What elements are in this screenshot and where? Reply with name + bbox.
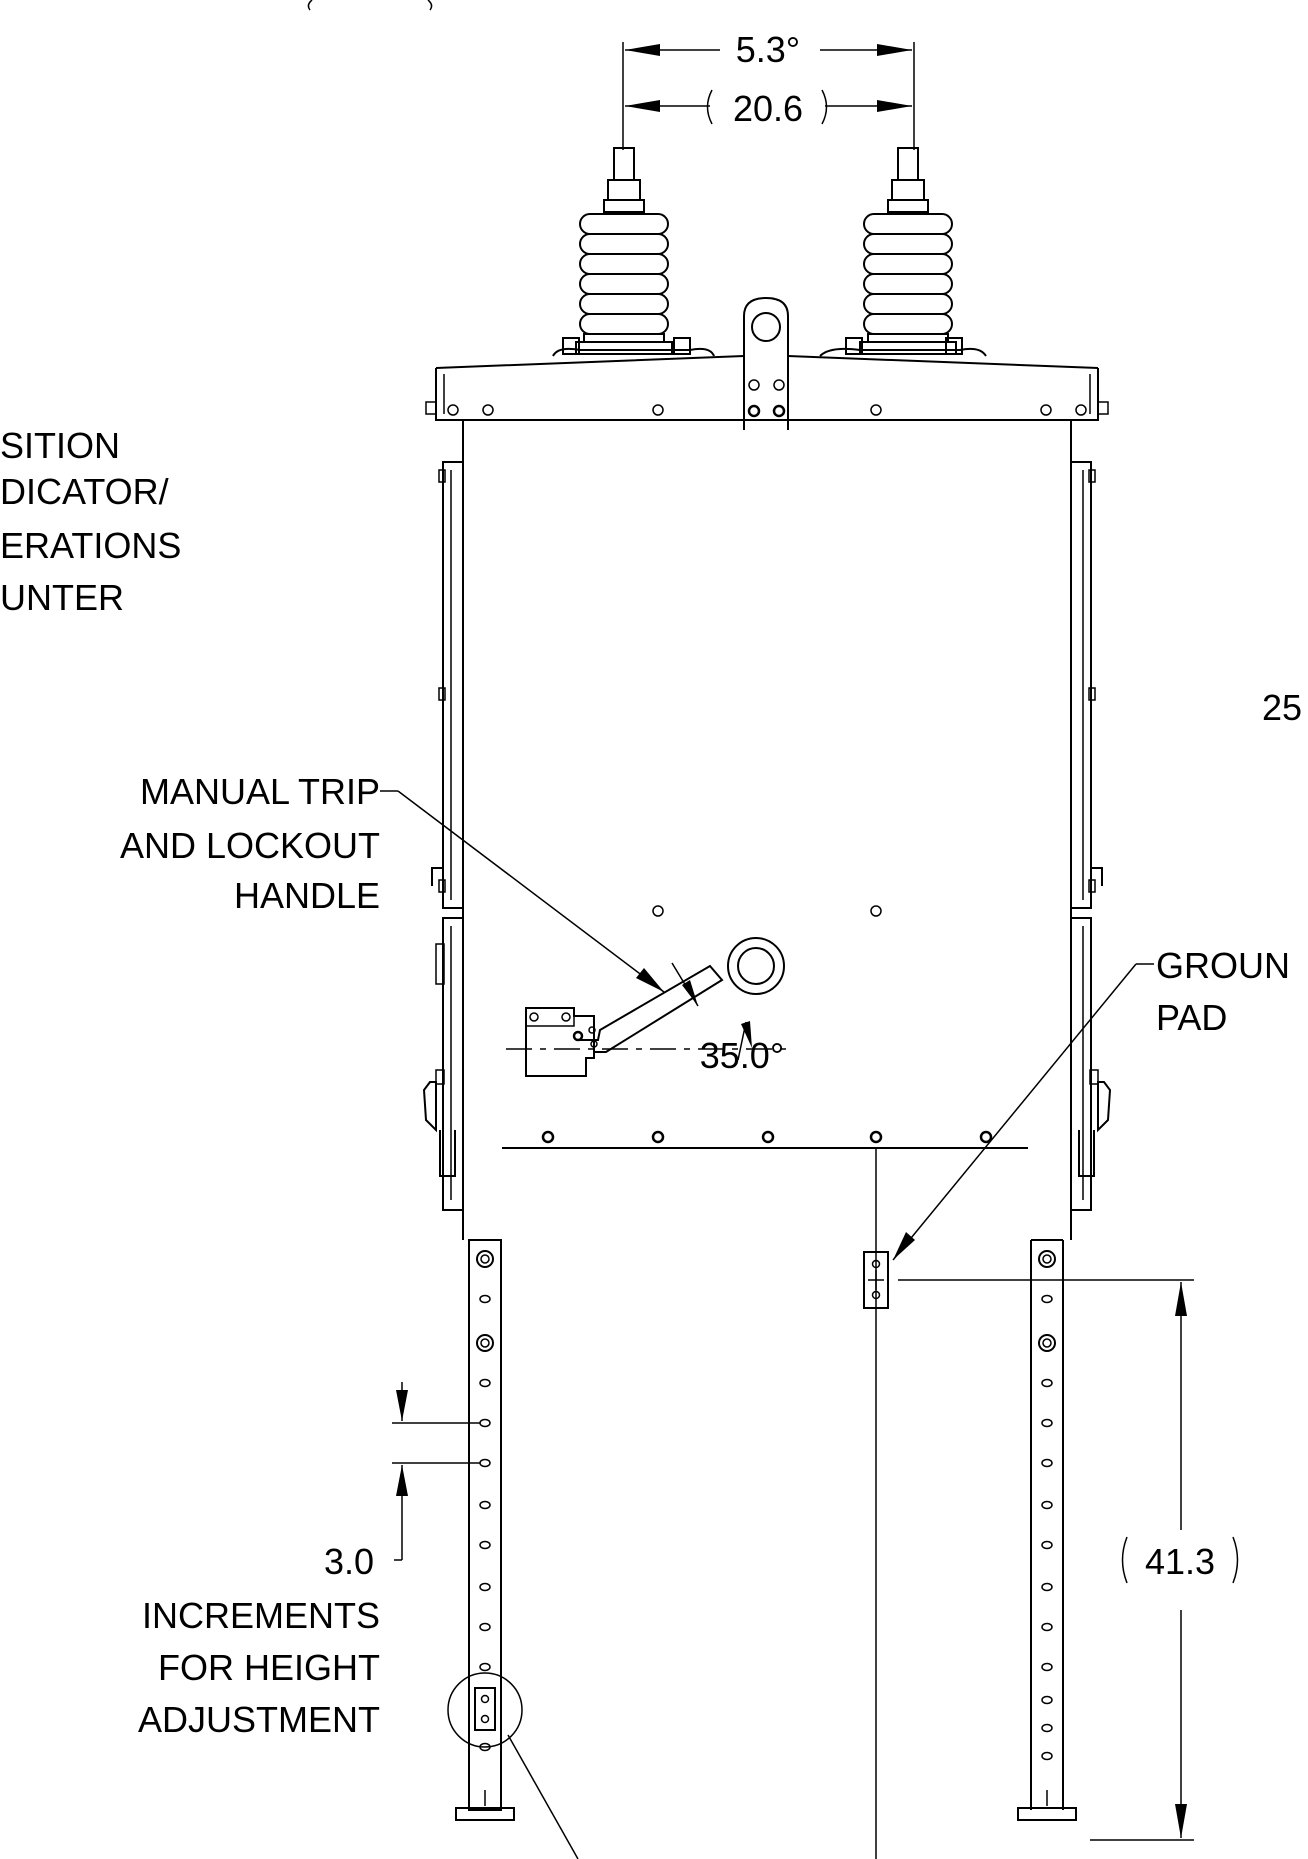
top-dimension — [622, 42, 915, 150]
ground-pad-leader — [892, 963, 1154, 1261]
increments-label: INCREMENTS FOR HEIGHT ADJUSTMENT — [138, 1595, 380, 1740]
svg-text:INCREMENTS: INCREMENTS — [142, 1595, 380, 1636]
ground-pad-label: GROUN PAD — [1156, 945, 1290, 1038]
trip-handle — [506, 937, 788, 1077]
position-indicator-label: SITION DICATOR/ ERATIONS UNTER — [0, 425, 181, 618]
top-cover — [425, 355, 1109, 421]
manual-trip-label: MANUAL TRIP AND LOCKOUT HANDLE — [120, 771, 380, 916]
left-side-panel — [422, 461, 464, 1211]
top-partial-paren-left — [307, 0, 313, 11]
partial-dim-right: 25 — [1262, 687, 1302, 728]
svg-text:AND LOCKOUT: AND LOCKOUT — [120, 825, 380, 866]
ground-height-dim: 41.3 — [1145, 1541, 1215, 1582]
handle-angle-dim: 35.0° — [700, 1035, 784, 1076]
adjustment-detail-leader — [507, 1734, 579, 1859]
svg-text:DICATOR/: DICATOR/ — [0, 471, 169, 512]
left-leg — [447, 1239, 523, 1821]
manual-trip-leader — [380, 790, 665, 993]
svg-text:GROUN: GROUN — [1156, 945, 1290, 986]
ground-height-dimension — [1121, 1282, 1239, 1838]
svg-text:PAD: PAD — [1156, 997, 1227, 1038]
main-tank — [462, 420, 1072, 1240]
top-width-ref-dim: 20.6 — [733, 88, 803, 129]
right-side-panel — [1070, 461, 1112, 1211]
svg-text:HANDLE: HANDLE — [234, 875, 380, 916]
svg-text:UNTER: UNTER — [0, 577, 124, 618]
ground-pad — [863, 1148, 1194, 1859]
increment-dimension — [392, 1382, 480, 1561]
left-bushing — [552, 147, 715, 357]
increment-dim: 3.0 — [324, 1541, 374, 1582]
lifting-lug — [743, 296, 789, 430]
right-leg — [1017, 1239, 1077, 1821]
svg-text:MANUAL TRIP: MANUAL TRIP — [140, 771, 380, 812]
svg-text:ADJUSTMENT: ADJUSTMENT — [138, 1699, 380, 1740]
top-partial-paren-right — [427, 0, 433, 11]
svg-text:ERATIONS: ERATIONS — [0, 525, 181, 566]
right-bushing — [819, 147, 987, 357]
svg-text:FOR HEIGHT: FOR HEIGHT — [158, 1647, 380, 1688]
top-width-dim: 5.3° — [736, 29, 800, 70]
svg-text:SITION: SITION — [0, 425, 120, 466]
